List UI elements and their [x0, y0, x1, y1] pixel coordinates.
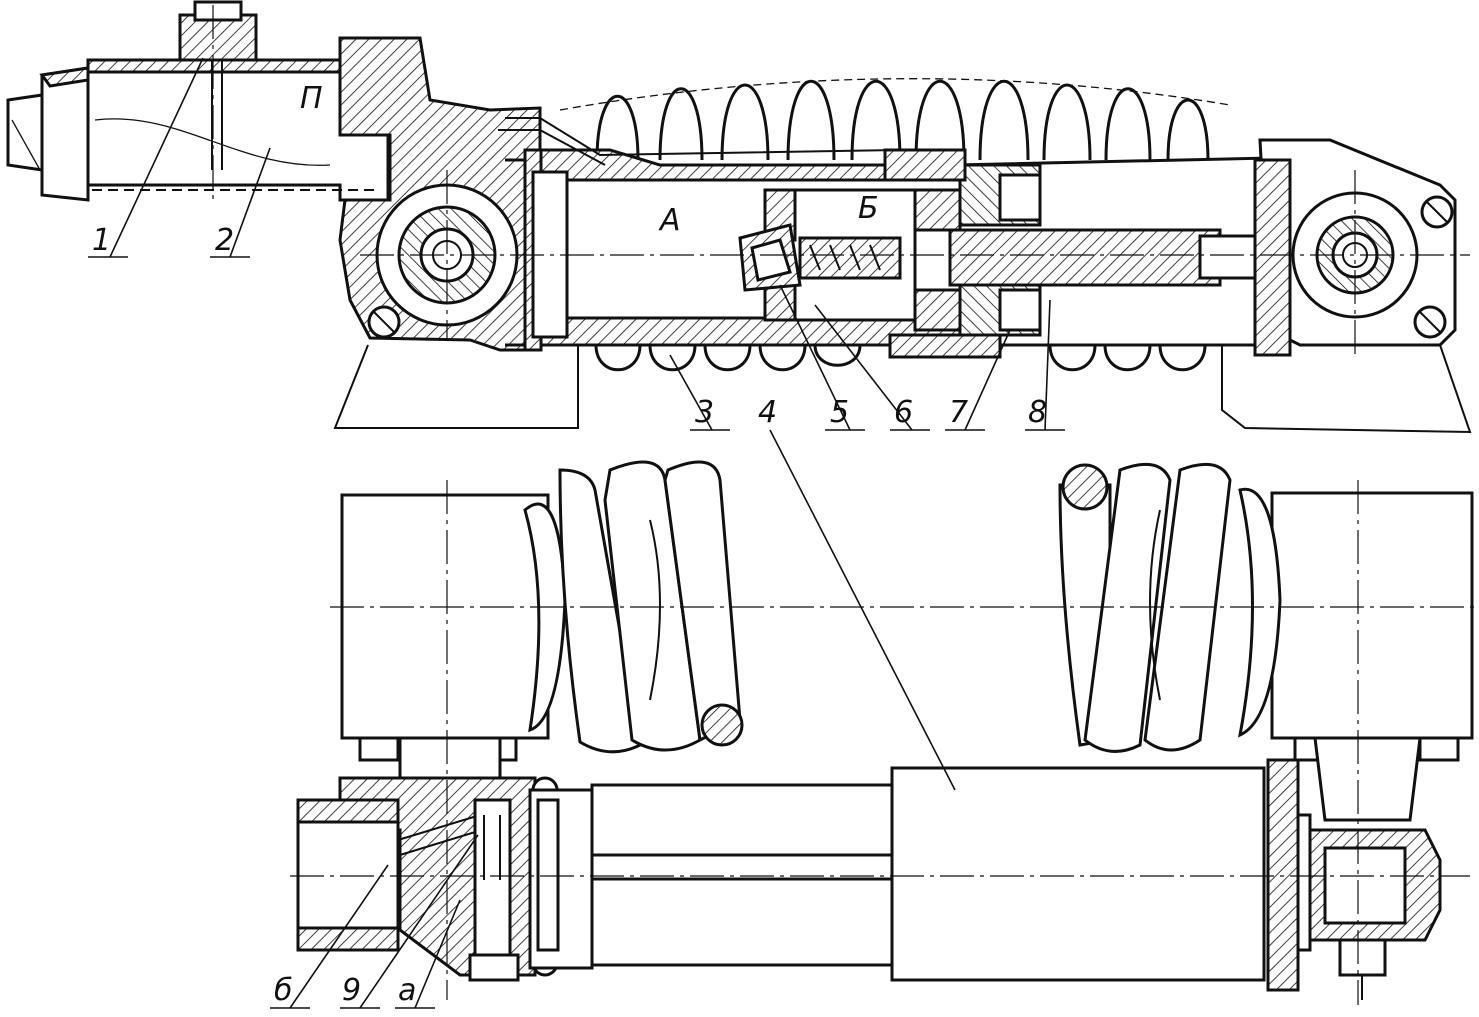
lower-external-view — [290, 460, 1475, 1005]
label-detail-b-bottom: б — [274, 973, 293, 1008]
reservoir-plug — [6, 93, 44, 172]
reservoir-end-cap — [40, 66, 90, 202]
upper-section-view — [6, 0, 1472, 434]
label-part-4: 4 — [758, 395, 777, 430]
label-part-5: 5 — [830, 395, 849, 430]
left-spring-coils — [523, 460, 744, 754]
label-cavity-b-top: Б — [858, 191, 879, 226]
label-cavity-a: А — [658, 203, 681, 238]
leader-lines — [88, 57, 1065, 1009]
valve-9 — [473, 798, 512, 962]
label-part-2: 2 — [215, 223, 234, 258]
left-frame-bracket — [333, 344, 579, 429]
label-part-9: 9 — [342, 973, 361, 1008]
left-spring-seat — [340, 493, 550, 740]
left-spring-wire-section — [700, 703, 744, 747]
damper-cylinder-4 — [890, 766, 1266, 982]
upper-spring — [559, 78, 1231, 372]
label-detail-a-bottom: а — [398, 973, 416, 1008]
right-frame-bracket — [1221, 344, 1472, 434]
label-part-6: 6 — [894, 395, 913, 430]
label-part-3: 3 — [695, 395, 714, 430]
callout-labels: 1 2 3 4 5 6 7 8 9 П А Б б а — [92, 81, 1047, 1008]
label-cavity-p: П — [300, 81, 323, 116]
right-flange — [1266, 758, 1300, 992]
right-spring-seat — [1270, 491, 1474, 740]
label-part-1: 1 — [92, 223, 111, 258]
label-part-7: 7 — [949, 395, 968, 430]
label-part-8: 8 — [1028, 395, 1047, 430]
right-spring-coils — [1058, 462, 1282, 753]
filler-plug — [178, 13, 258, 62]
right-spring-wire-section — [1061, 463, 1109, 511]
piston-rod — [948, 228, 1222, 287]
damper-housing — [590, 783, 894, 857]
